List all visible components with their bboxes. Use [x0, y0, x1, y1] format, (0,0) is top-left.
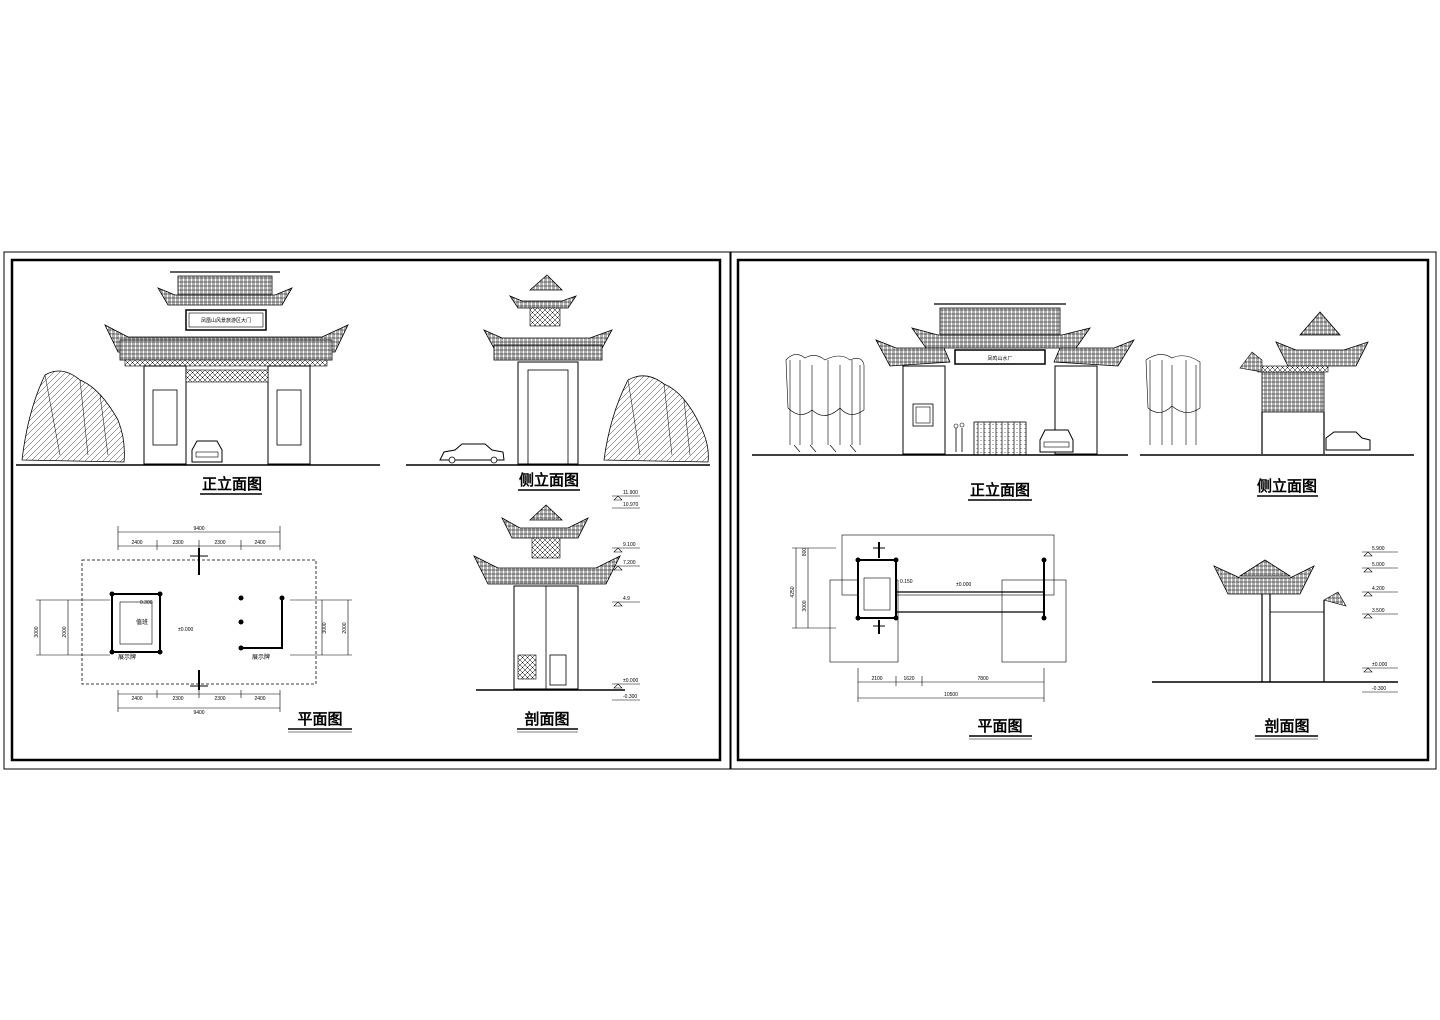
plan-room-label: 值班 [136, 618, 148, 626]
plan-bottom-dim-2: 2300 [172, 696, 183, 702]
plan-top-total: 9400 [193, 526, 204, 532]
right-plan-bottom-dim-1: 2100 [871, 676, 882, 682]
section-level-3: 9.100 [623, 542, 636, 548]
left-plan-title: 平面图 [297, 710, 342, 728]
right-side-elevation-title: 侧立面图 [1257, 477, 1317, 495]
gate-sign-board [185, 309, 267, 331]
left-side-elevation-title: 侧立面图 [519, 471, 579, 489]
plan-top-dim-2: 2300 [172, 540, 183, 546]
right-section-level-1: 5.900 [1372, 546, 1385, 552]
right-plan-bottom-total: 10500 [944, 692, 958, 698]
right-plan-road-level: ±0.000 [956, 582, 971, 588]
left-front-elevation: 凤凰山风景旅游区大门 [16, 271, 380, 466]
shrub-right [603, 375, 709, 463]
right-section-level-5: ±0.000 [1372, 662, 1387, 668]
section-level-6: ±0.000 [623, 678, 638, 684]
right-section-level-6: -0.300 [1372, 686, 1386, 692]
plan-bottom-dim-4: 2400 [254, 696, 265, 702]
section-level-5: 4.9 [623, 596, 630, 602]
shrub-left [21, 370, 125, 463]
left-section: 11.900 10.970 9.100 7.200 4.9 ±0.000 -0.… [473, 490, 640, 701]
car-front [191, 440, 223, 463]
gate-sign-text: 凤凰山风景旅游区大门 [201, 317, 251, 324]
sheet-left-frame [3, 251, 731, 770]
plan-right-dim-2: 2000 [342, 622, 348, 633]
left-section-title: 剖面图 [524, 710, 569, 728]
sheet-right-frame [730, 251, 1437, 770]
right-section-title: 剖面图 [1264, 717, 1309, 735]
right-plan-room-level: 0.150 [900, 579, 913, 585]
left-front-elevation-title: 正立面图 [202, 475, 262, 493]
plan-bottom-dim-3: 2300 [214, 696, 225, 702]
right-front-elevation: 凤鸣山水厂 [752, 303, 1135, 456]
plan-right-dim-1: 3000 [322, 622, 328, 633]
plan-top-dim-3: 2300 [214, 540, 225, 546]
right-section: 5.900 5.000 4.200 3.500 ±0.000 -0.300 [1152, 546, 1398, 693]
plan-top-dim-4: 2400 [254, 540, 265, 546]
plan-bottom-total: 9400 [193, 710, 204, 716]
gate-sign-text-right: 凤鸣山水厂 [987, 355, 1012, 362]
right-section-level-4: 3.500 [1372, 608, 1385, 614]
plan-bottom-dim-1: 2400 [131, 696, 142, 702]
right-plan-left-dim-3: 3000 [802, 600, 808, 611]
section-level-2: 10.970 [623, 502, 639, 508]
left-plan: 9400 2400 2300 2300 2400 2400 2300 2300 … [34, 526, 352, 716]
right-side-elevation [1140, 311, 1414, 456]
plan-left-dim-1: 3000 [34, 626, 40, 637]
right-front-elevation-title: 正立面图 [970, 481, 1030, 499]
right-section-level-3: 4.200 [1372, 586, 1385, 592]
car-side [439, 443, 505, 464]
section-level-4: 7.200 [623, 560, 636, 566]
trees-left [785, 354, 865, 453]
plan-right-panel: 展示牌 [252, 653, 270, 661]
gate-sign-board-right [954, 349, 1046, 365]
section-levels: 11.900 10.970 9.100 7.200 4.9 ±0.000 -0.… [612, 490, 640, 701]
plan-top-dim-1: 2400 [131, 540, 142, 546]
right-plan-title: 平面图 [977, 717, 1022, 735]
right-plan-left-dim-1: 800 [802, 548, 808, 557]
plan-left-panel: 展示牌 [118, 653, 136, 661]
left-side-elevation [406, 274, 710, 466]
right-section-levels: 5.900 5.000 4.200 3.500 ±0.000 -0.300 [1362, 546, 1398, 693]
right-plan-left-dim-2: 4250 [790, 586, 796, 597]
section-level-1: 11.900 [623, 490, 638, 496]
right-plan: 0.150 ±0.000 800 4250 3000 2100 1620 780… [790, 534, 1067, 702]
right-plan-bottom-dim-3: 7800 [977, 676, 988, 682]
plan-room-level: 0.300 [140, 600, 153, 606]
right-section-level-2: 5.000 [1372, 562, 1385, 568]
plan-left-dim-2: 2000 [62, 626, 68, 637]
right-plan-bottom-dim-2: 1620 [903, 676, 914, 682]
plan-level: ±0.000 [178, 627, 193, 633]
section-level-7: -0.300 [623, 694, 637, 700]
